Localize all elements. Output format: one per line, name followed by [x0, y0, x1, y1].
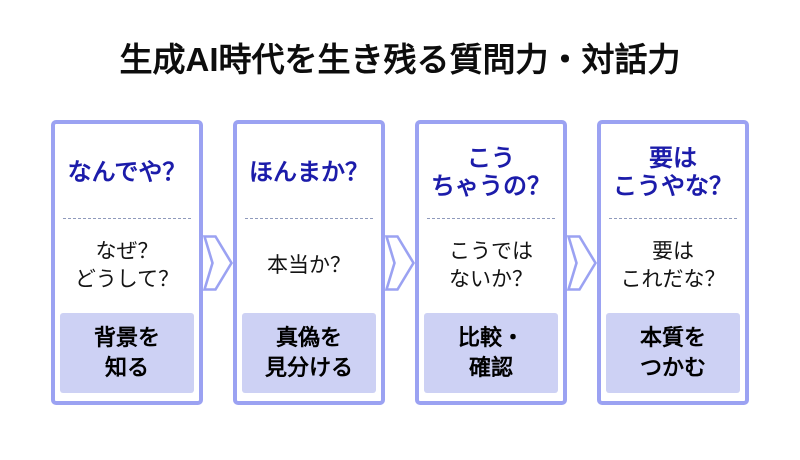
steps-row: なんでや？ なぜ？ どうして？ 背景を 知る ほんまか？ 本当か？ 真偽を 見分…: [0, 120, 800, 405]
step2-dialect-heading: ほんまか？: [249, 159, 369, 187]
step3-dialect-heading: こう ちゃうの？: [431, 145, 551, 200]
step3-question-text: こうでは ないか？: [449, 240, 533, 291]
step2-question-text: 本当か？: [267, 254, 351, 278]
step-card-1: なんでや？ なぜ？ どうして？ 背景を 知る: [51, 120, 203, 405]
step3-skill-box: 比較・ 確認: [424, 313, 558, 393]
divider: [427, 218, 555, 219]
step1-dialect-heading: なんでや？: [67, 159, 187, 187]
step1-skill-box: 背景を 知る: [60, 313, 194, 393]
step-card-4: 要は こうやな？ 要は これだな？ 本質を つかむ: [597, 120, 749, 405]
step1-question-text: なぜ？ どうして？: [74, 240, 180, 291]
arrow-right-icon: [567, 120, 597, 405]
arrow-right-icon: [385, 120, 415, 405]
step-card-3: こう ちゃうの？ こうでは ないか？ 比較・ 確認: [415, 120, 567, 405]
divider: [63, 218, 191, 219]
step2-skill-box: 真偽を 見分ける: [242, 313, 376, 393]
step4-question-text: 要は これだな？: [620, 240, 726, 291]
step4-dialect-heading: 要は こうやな？: [613, 145, 733, 200]
divider: [245, 218, 373, 219]
step-card-2: ほんまか？ 本当か？ 真偽を 見分ける: [233, 120, 385, 405]
divider: [609, 218, 737, 219]
arrow-right-icon: [203, 120, 233, 405]
step4-skill-box: 本質を つかむ: [606, 313, 740, 393]
page-title: 生成AI時代を生き残る質問力・対話力: [119, 41, 681, 78]
